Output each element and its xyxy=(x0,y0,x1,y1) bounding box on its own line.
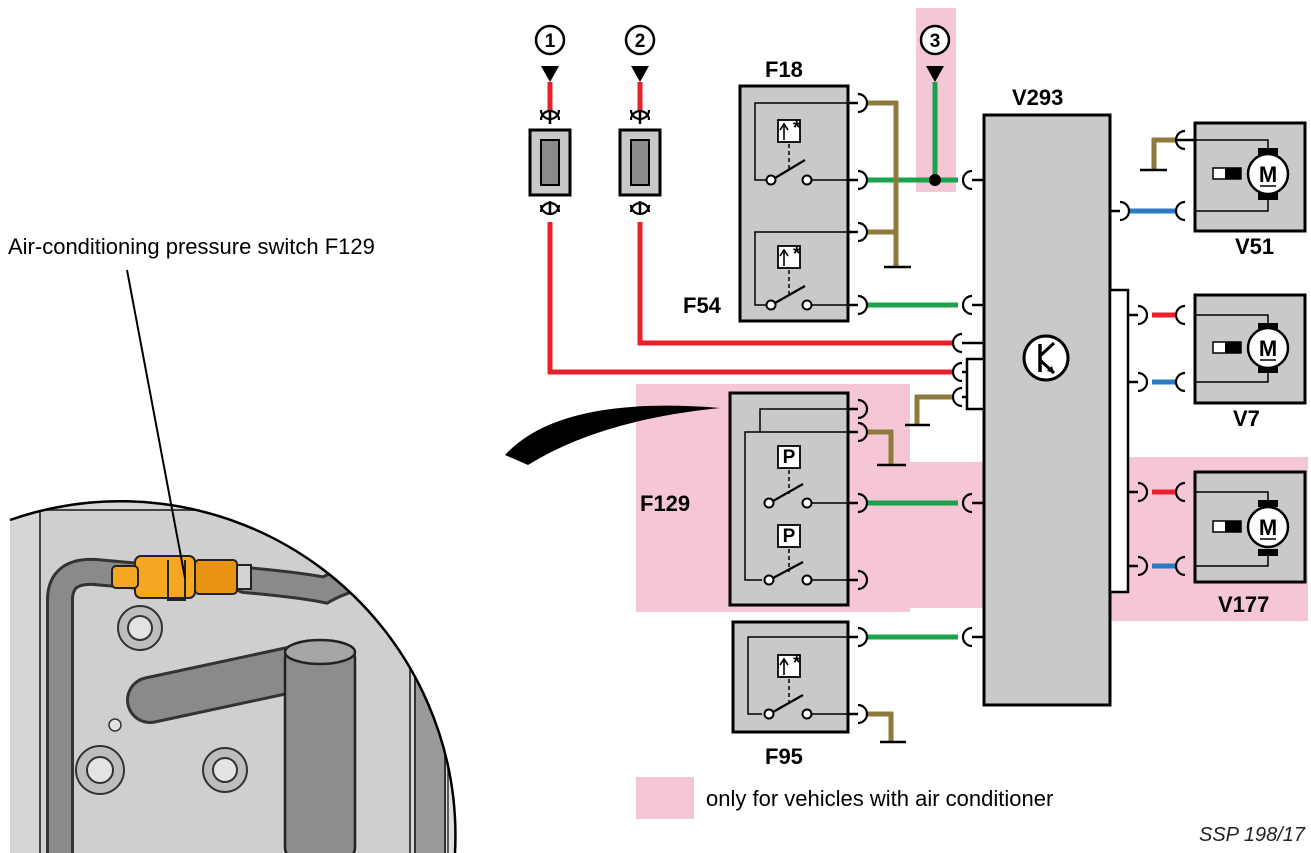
reference-code: SSP 198/17 xyxy=(1199,824,1306,846)
ground-v51 xyxy=(1140,137,1175,172)
wire-red-2 xyxy=(637,82,952,346)
svg-text:*: * xyxy=(793,653,801,674)
svg-text:*: * xyxy=(793,118,801,139)
ground-f129 xyxy=(868,429,906,467)
motor-v177: M xyxy=(1174,470,1307,584)
motor-v51: M xyxy=(1174,121,1307,233)
input-marker-3: 3 xyxy=(919,24,951,82)
label-f18: F18 xyxy=(765,57,803,82)
switch-f18-f54: * * xyxy=(738,84,869,323)
svg-text:2: 2 xyxy=(635,31,646,52)
svg-text:1: 1 xyxy=(545,31,556,52)
legend-swatch xyxy=(636,777,694,819)
svg-text:M: M xyxy=(1259,336,1277,361)
wire-red-1 xyxy=(547,82,952,375)
switch-f129: P P xyxy=(728,391,869,607)
label-v51: V51 xyxy=(1235,234,1274,259)
pressure-switch-f129-image xyxy=(111,555,252,601)
svg-text:M: M xyxy=(1259,515,1277,540)
wire-green-3 xyxy=(868,82,958,183)
ground-f18-f54 xyxy=(868,100,911,269)
svg-text:M: M xyxy=(1259,162,1277,187)
svg-text:3: 3 xyxy=(930,31,941,52)
input-marker-1: 1 xyxy=(534,24,566,82)
legend-text: only for vehicles with air conditioner xyxy=(706,786,1053,811)
engine-bay-illustration xyxy=(9,405,720,853)
label-v177: V177 xyxy=(1218,592,1269,617)
label-f129: F129 xyxy=(640,491,690,516)
svg-text:P: P xyxy=(783,447,796,468)
svg-text:*: * xyxy=(793,244,801,265)
control-unit-v293 xyxy=(951,113,1149,707)
svg-text:P: P xyxy=(783,526,796,547)
fuse-2 xyxy=(618,109,662,216)
motor-v7: M xyxy=(1174,293,1307,405)
label-f95: F95 xyxy=(765,744,803,769)
switch-f95: * xyxy=(731,620,869,734)
ground-f95 xyxy=(868,711,906,744)
callout-leader xyxy=(126,269,186,579)
label-v293: V293 xyxy=(1012,85,1063,110)
fuse-1 xyxy=(528,109,572,216)
label-v7: V7 xyxy=(1233,406,1260,431)
input-marker-2: 2 xyxy=(624,24,656,82)
label-f54: F54 xyxy=(683,293,722,318)
ground-v293-aux xyxy=(905,394,952,427)
callout-label: Air-conditioning pressure switch F129 xyxy=(8,234,375,259)
junction-dot xyxy=(929,174,941,186)
zoom-pointer xyxy=(505,405,720,465)
